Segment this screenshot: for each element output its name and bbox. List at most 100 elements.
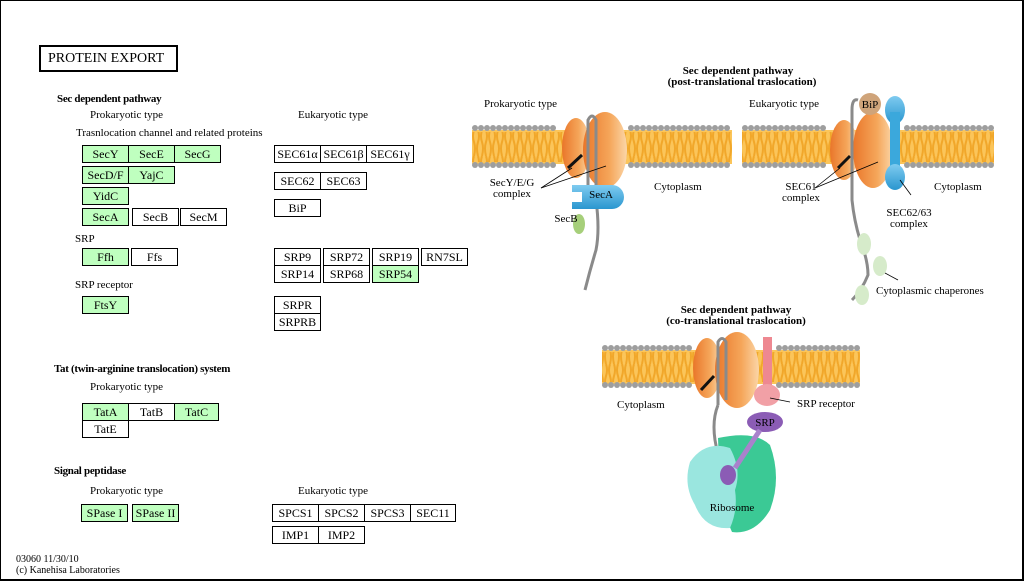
gene-secy[interactable]: SecY [82, 145, 129, 163]
lipid-head [766, 162, 772, 168]
lipid-head [940, 125, 946, 131]
gene-spcs2[interactable]: SPCS2 [318, 504, 365, 522]
lipid-head [982, 162, 988, 168]
gene-sec61g[interactable]: SEC61γ [366, 145, 414, 163]
gene-secdf[interactable]: SecD/F [82, 166, 129, 184]
gene-srp9[interactable]: SRP9 [274, 248, 321, 266]
prok-type-label: Prokaryotic type [484, 98, 557, 110]
lipid-head [650, 345, 656, 351]
lipid-head [964, 125, 970, 131]
lipid-head [820, 162, 826, 168]
co-cytoplasm-label: Cytoplasm [617, 399, 665, 411]
lipid-head [478, 162, 484, 168]
lipid-head [928, 162, 934, 168]
gene-secb[interactable]: SecB [132, 208, 179, 226]
gene-secg[interactable]: SecG [174, 145, 221, 163]
lipid-head [806, 345, 812, 351]
gene-srp68[interactable]: SRP68 [323, 265, 370, 283]
gene-yidc[interactable]: YidC [82, 187, 129, 205]
gene-spcs3[interactable]: SPCS3 [364, 504, 411, 522]
lipid-head [670, 162, 676, 168]
gene-srprb[interactable]: SRPRB [274, 313, 321, 331]
gene-spcs1[interactable]: SPCS1 [272, 504, 319, 522]
lipid-head [514, 125, 520, 131]
gene-srp14[interactable]: SRP14 [274, 265, 321, 283]
srp-receptor-diagram-label: SRP receptor [797, 398, 855, 410]
lipid-head [988, 125, 994, 131]
lipid-head [952, 162, 958, 168]
copyright: (c) Kanehisa Laboratories [16, 565, 120, 576]
lipid-head [638, 345, 644, 351]
lipid-head [608, 345, 614, 351]
map-id-date: 03060 11/30/10 [16, 554, 79, 565]
lipid-head [620, 382, 626, 388]
secyeg-label-1: SecY/E/G [490, 177, 535, 189]
post-title-line1: Sec dependent pathway [683, 65, 794, 77]
lipid-head [700, 125, 706, 131]
lipid-head [646, 162, 652, 168]
gene-sec62[interactable]: SEC62 [274, 172, 321, 190]
post-title-line2: (post-translational traslocation) [668, 76, 817, 88]
gene-bip[interactable]: BiP [274, 199, 321, 217]
gene-imp2[interactable]: IMP2 [318, 526, 365, 544]
gene-seca[interactable]: SecA [82, 208, 129, 226]
ribosome [687, 435, 776, 533]
gene-ffs[interactable]: Ffs [131, 248, 178, 266]
gene-secm[interactable]: SecM [180, 208, 227, 226]
gene-yajc[interactable]: YajC [128, 166, 175, 184]
lipid-head [940, 162, 946, 168]
lipid-head [782, 382, 788, 388]
gene-srpr[interactable]: SRPR [274, 296, 321, 314]
gene-sec63[interactable]: SEC63 [320, 172, 367, 190]
gene-srp72[interactable]: SRP72 [323, 248, 370, 266]
lipid-head [526, 162, 532, 168]
gene-sec11[interactable]: SEC11 [410, 504, 456, 522]
lipid-head [472, 162, 478, 168]
lipid-head [472, 125, 478, 131]
gene-ftsy[interactable]: FtsY [82, 296, 129, 314]
gene-spase-ii[interactable]: SPase II [132, 504, 179, 522]
lipid-head [814, 125, 820, 131]
lipid-head [646, 125, 652, 131]
lipid-head [976, 125, 982, 131]
lipid-head [946, 162, 952, 168]
lipid-head [694, 162, 700, 168]
gene-spase-i[interactable]: SPase I [81, 504, 128, 522]
lipid-head [520, 162, 526, 168]
lipid-head [496, 125, 502, 131]
lipid-head [922, 162, 928, 168]
lipid-head [784, 162, 790, 168]
gene-tatc[interactable]: TatC [174, 403, 219, 421]
gene-sece[interactable]: SecE [128, 145, 175, 163]
gene-rn7sl[interactable]: RN7SL [421, 248, 468, 266]
map-title: PROTEIN EXPORT [39, 45, 178, 72]
gene-tate[interactable]: TatE [82, 420, 129, 438]
lipid-head [626, 382, 632, 388]
lipid-head [808, 125, 814, 131]
gene-srp19[interactable]: SRP19 [372, 248, 419, 266]
gene-srp54[interactable]: SRP54 [372, 265, 419, 283]
lipid-head [842, 345, 848, 351]
lipid-head [662, 382, 668, 388]
lipid-head [632, 382, 638, 388]
lipid-head [784, 125, 790, 131]
prok-cytoplasm-label: Cytoplasm [654, 181, 702, 193]
lipid-head [550, 162, 556, 168]
gene-ffh[interactable]: Ffh [82, 248, 129, 266]
lipid-head [778, 125, 784, 131]
gene-tatb[interactable]: TatB [128, 403, 175, 421]
srp-receptor-label: SRP receptor [75, 279, 133, 291]
lipid-head [532, 125, 538, 131]
secyeg-complex [562, 112, 627, 188]
ribosome-label: Ribosome [710, 502, 755, 514]
gene-sec61a[interactable]: SEC61α [274, 145, 321, 163]
lipid-head [754, 125, 760, 131]
gene-sec61b[interactable]: SEC61β [320, 145, 367, 163]
lipid-head [848, 345, 854, 351]
co-title-line1: Sec dependent pathway [681, 304, 792, 316]
bip-label: BiP [862, 99, 879, 111]
lipid-head [634, 125, 640, 131]
lipid-head [788, 345, 794, 351]
lipid-head [782, 345, 788, 351]
